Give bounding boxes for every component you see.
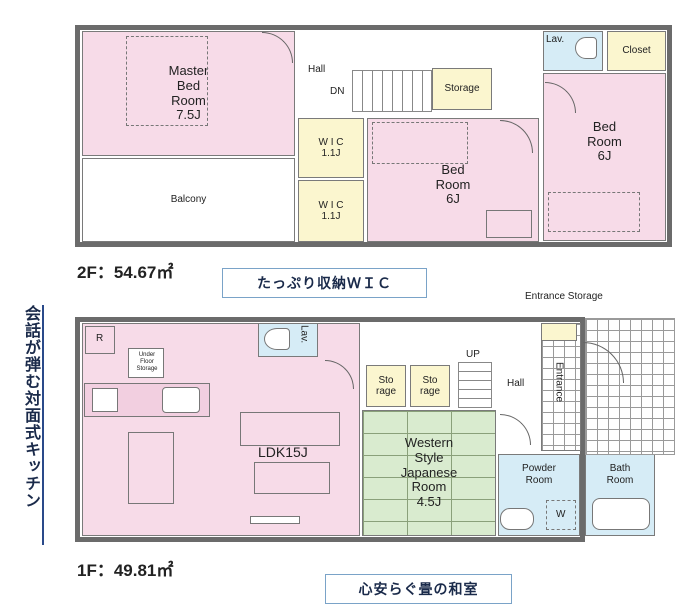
w-label: W [556, 509, 566, 520]
stairs-2f [352, 70, 432, 112]
floor1-outer-wall [75, 317, 585, 542]
washbasin-icon [500, 508, 534, 530]
balcony-label: Balcony [170, 194, 207, 206]
refrigerator-box [85, 326, 115, 354]
r-label: R [96, 333, 104, 344]
japanese-room: Western Style Japanese Room 4.5J [362, 410, 496, 536]
up-label: UP [466, 349, 480, 360]
desk-icon [486, 210, 532, 238]
dining-table [128, 432, 174, 504]
bedroom-center-bed-icon [372, 122, 468, 164]
wic-2: W I C 1.1J [298, 180, 364, 242]
under-floor-label: Under Floor Storage [136, 352, 158, 372]
dn-label: DN [330, 86, 345, 97]
closet-2f: Closet [607, 31, 666, 71]
bedroom-center-label: Bed Room 6J [435, 161, 471, 207]
lav-2f-label: Lav. [546, 34, 565, 45]
sink-icon [162, 387, 200, 413]
entrance-label: Entrance [553, 362, 565, 403]
lav-1f-label: Lav. [298, 325, 310, 344]
hall-1f-label: Hall [507, 378, 525, 389]
toilet-2f-icon [575, 37, 597, 59]
hall-2f-label: Hall [308, 64, 326, 75]
storage-1f-1-label: Sto rage [375, 374, 396, 398]
stove-icon [92, 388, 118, 412]
storage-1f-2-label: Sto rage [419, 374, 440, 398]
entrance-storage-box [541, 323, 577, 341]
japanese-room-label: Western Style Japanese Room 4.5J [400, 434, 458, 510]
ldk-label: LDK15J [258, 444, 308, 460]
bedroom-right-bed-icon [548, 192, 640, 232]
wic-1: W I C 1.1J [298, 118, 364, 178]
wic-1-label: W I C 1.1J [318, 136, 344, 160]
floor2-callout: たっぷり収納ＷＩＣ [222, 268, 427, 298]
bedroom-right-label: Bed Room 6J [587, 118, 622, 164]
master-bedroom: Master Bed Room 7.5J [82, 31, 295, 156]
entrance [541, 323, 581, 451]
powder-room-label: Powder Room [522, 463, 556, 486]
entrance-storage-label: Entrance Storage [525, 291, 603, 302]
porch [585, 318, 675, 455]
tv-board [250, 516, 300, 524]
stairs-1f [458, 362, 492, 408]
storage-1f-2: Sto rage [410, 365, 450, 407]
sofa-icon [240, 412, 340, 446]
master-bed-icon [126, 36, 208, 126]
coffee-table [254, 462, 330, 494]
master-bedroom-label: Master Bed Room 7.5J [168, 62, 209, 123]
floor2-outer-wall [75, 25, 672, 247]
side-caption: 会話が弾む対面式キッチン [6, 305, 44, 545]
floor1-callout: 心安らぐ畳の和室 [325, 574, 512, 604]
bathtub-icon [592, 498, 650, 530]
storage-2f-label: Storage [444, 83, 480, 95]
closet-label: Closet [622, 45, 651, 57]
bath-room-label: Bath Room [606, 463, 634, 486]
storage-2f: Storage [432, 68, 492, 110]
floor2-area: 2F：54.67㎡ [77, 263, 174, 282]
storage-1f-1: Sto rage [366, 365, 406, 407]
washer-box [546, 500, 576, 530]
wic-2-label: W I C 1.1J [318, 199, 344, 223]
toilet-1f-icon [264, 328, 290, 350]
floor1-area: 1F：49.81㎡ [77, 561, 174, 580]
balcony: Balcony [82, 158, 295, 242]
under-floor-storage: Under Floor Storage [128, 348, 164, 378]
